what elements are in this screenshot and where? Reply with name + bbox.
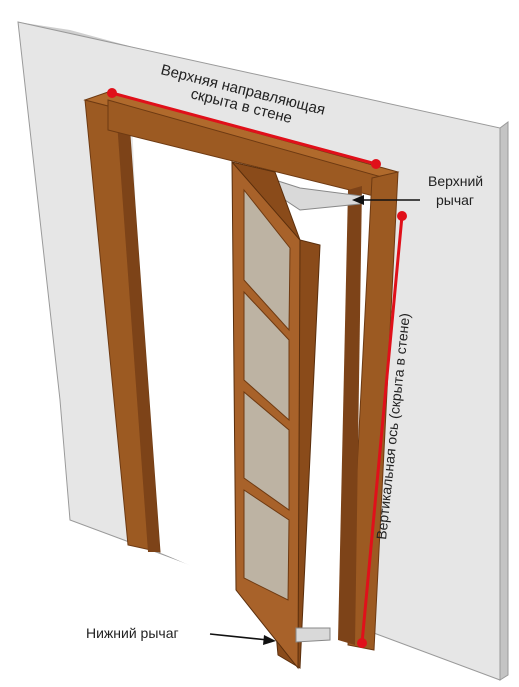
upper-lever-arrowhead: [352, 195, 364, 205]
frame-left-jamb-inner: [116, 108, 160, 552]
lower-lever-bracket: [295, 627, 331, 643]
frame-right-jamb-inner: [338, 186, 362, 645]
glass-pane-1: [243, 188, 291, 332]
vertical-axis-marker-line: [360, 215, 404, 644]
vertical-axis-marker-start: [397, 211, 407, 221]
upper-lever-label-line2: рычаг: [436, 192, 474, 208]
lower-lever-arrowhead: [263, 635, 276, 645]
glass-pane-4: [243, 489, 290, 601]
top-guide-marker-line: [111, 91, 377, 166]
upper-lever-label-line1: Верхний: [428, 173, 483, 189]
glass-pane-3: [243, 390, 290, 511]
glass-pane-2: [243, 290, 290, 422]
top-guide-marker-end: [371, 159, 381, 169]
vertical-axis-marker-end: [357, 638, 367, 648]
lower-lever-arrow: [209, 633, 269, 641]
wall-edge: [499, 121, 509, 681]
top-guide-marker-start: [107, 88, 117, 98]
lower-lever-label: Нижний рычаг: [86, 625, 179, 641]
